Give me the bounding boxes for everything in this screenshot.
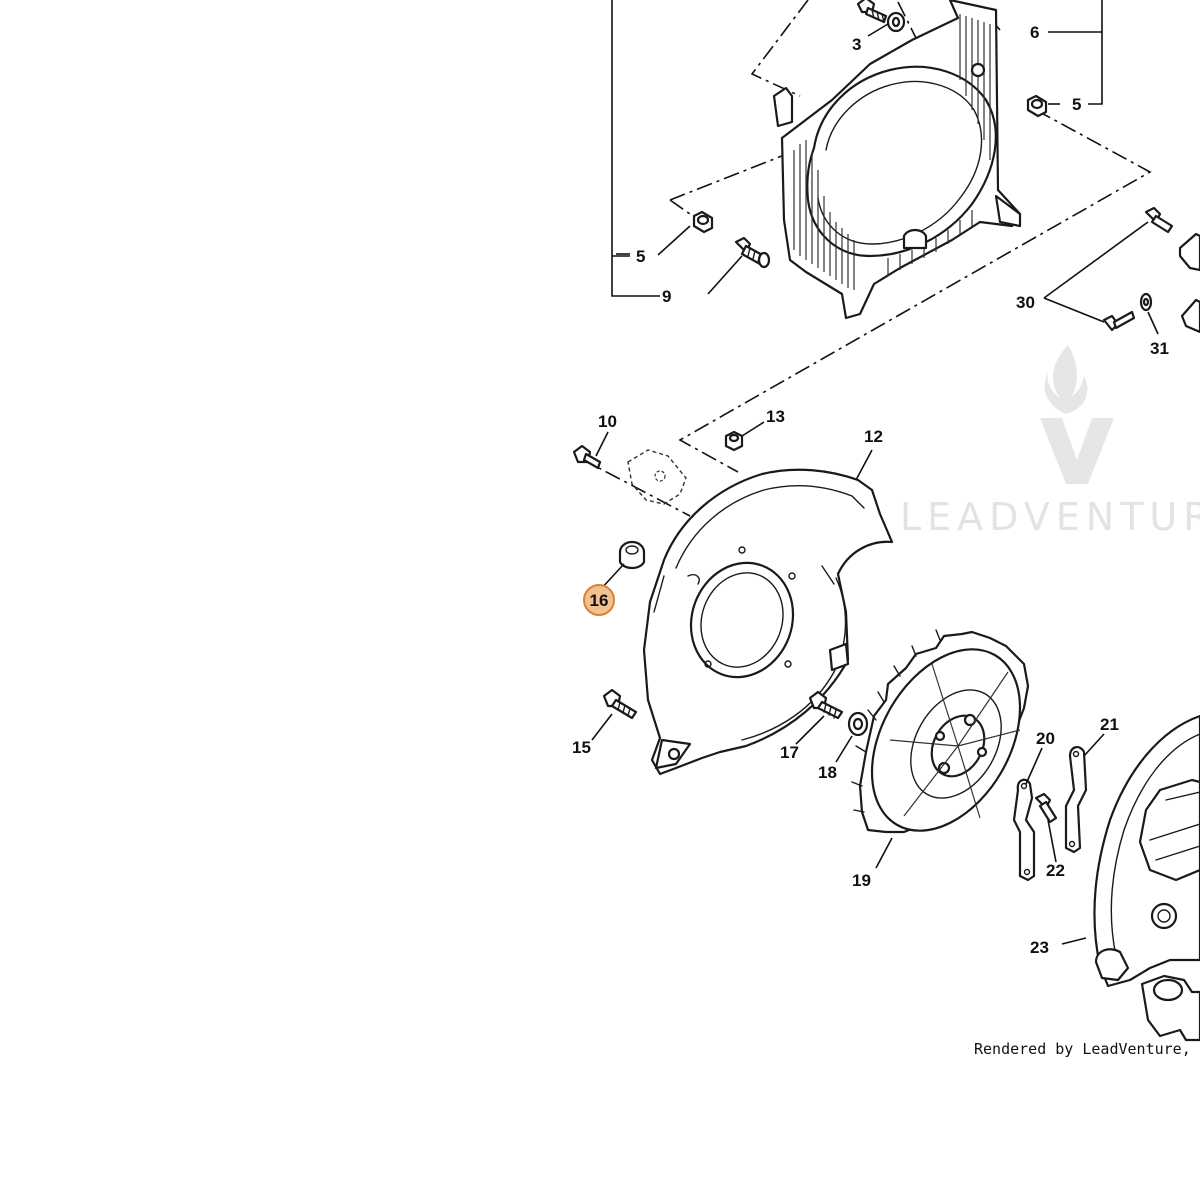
callout-12[interactable]: 12 — [864, 427, 883, 446]
part-6-shroud-frame — [772, 0, 1022, 320]
callout-18[interactable]: 18 — [818, 763, 837, 782]
watermark-text: LEADVENTURE — [900, 495, 1200, 539]
part-5-bolt-left — [692, 210, 714, 234]
part-13-nut — [724, 430, 744, 452]
render-credit: Rendered by LeadVenture, Inc. — [974, 1040, 1200, 1058]
callout-5-top[interactable]: 5 — [1072, 95, 1081, 114]
part-22-screw — [1034, 792, 1058, 824]
part-19-impeller — [851, 629, 1030, 834]
part-16-grommet — [618, 540, 646, 570]
callout-23[interactable]: 23 — [1030, 938, 1049, 957]
shroud-fin-hatching-left — [793, 140, 855, 290]
callout-22[interactable]: 22 — [1046, 861, 1065, 880]
small-cover-bracket — [627, 449, 687, 505]
leadventure-watermark-logo: LEADVENTURE — [900, 345, 1200, 539]
part-12-fan-cover — [642, 468, 894, 776]
part-30-screw-lower — [1102, 310, 1136, 332]
callout-5-left[interactable]: 5 — [636, 247, 645, 266]
part-30-screw-upper — [1144, 206, 1174, 234]
part-23-blower-housing — [1093, 714, 1200, 1042]
callout-13[interactable]: 13 — [766, 407, 785, 426]
callout-labels: 3 6 5 5 9 30 31 10 13 12 15 17 18 19 20 … — [572, 23, 1169, 957]
callout-31[interactable]: 31 — [1150, 339, 1169, 358]
callout-16-highlighted[interactable]: 16 — [583, 584, 615, 616]
part-9-bolt — [734, 236, 771, 269]
part-21-plate — [1064, 746, 1088, 854]
callout-20[interactable]: 20 — [1036, 729, 1055, 748]
part-20-plate — [1012, 778, 1036, 882]
bracket-clip-upper-right — [1178, 232, 1200, 272]
part-5-bolt-top-right — [1026, 94, 1048, 118]
leader-lines — [591, 23, 1159, 945]
part-17-screw — [808, 690, 844, 720]
callout-19[interactable]: 19 — [852, 871, 871, 890]
bracket-lines — [611, 0, 1103, 297]
callout-10[interactable]: 10 — [598, 412, 617, 431]
part-31-washer — [1139, 292, 1153, 312]
callout-30[interactable]: 30 — [1016, 293, 1035, 312]
callout-21[interactable]: 21 — [1100, 715, 1119, 734]
callout-15[interactable]: 15 — [572, 738, 591, 757]
highlight-circle — [583, 584, 615, 616]
part-10-screw — [572, 444, 602, 470]
callout-16[interactable]: 16 — [590, 591, 609, 610]
bracket-clip-lower-right — [1180, 298, 1200, 334]
part-15-screw — [602, 688, 638, 720]
callout-6[interactable]: 6 — [1030, 23, 1039, 42]
callout-17[interactable]: 17 — [780, 743, 799, 762]
callout-3[interactable]: 3 — [852, 35, 861, 54]
part-3-screw — [856, 0, 906, 33]
callout-9[interactable]: 9 — [662, 287, 671, 306]
part-18-washer — [847, 711, 869, 737]
